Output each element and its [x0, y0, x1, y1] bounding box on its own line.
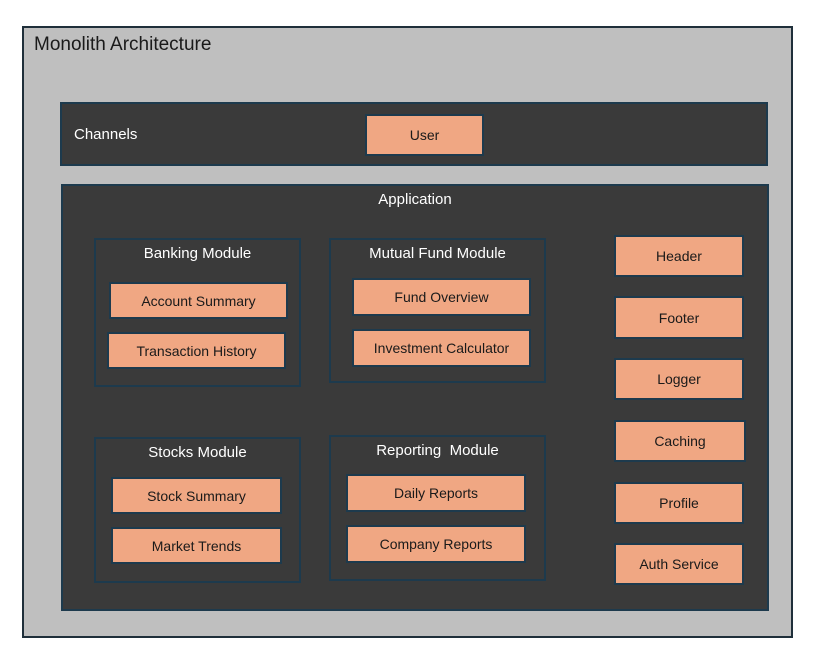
daily-reports-box: Daily Reports: [346, 474, 526, 512]
stocks-module-title: Stocks Module: [148, 444, 247, 461]
user-box: User: [365, 114, 484, 156]
reporting-module-title: Reporting Module: [376, 442, 499, 459]
fund-overview-box: Fund Overview: [352, 278, 531, 316]
auth-service-box: Auth Service: [614, 543, 744, 585]
channels-label: Channels: [74, 126, 138, 143]
header-service-box: Header: [614, 235, 744, 277]
market-trends-box: Market Trends: [111, 527, 282, 564]
transaction-history-box: Transaction History: [107, 332, 286, 369]
logger-service-box: Logger: [614, 358, 744, 400]
company-reports-box: Company Reports: [346, 525, 526, 563]
profile-service-box: Profile: [614, 482, 744, 524]
banking-module-title: Banking Module: [143, 245, 252, 262]
application-label: Application: [378, 191, 452, 208]
investment-calculator-box: Investment Calculator: [352, 329, 531, 367]
caching-service-box: Caching: [614, 420, 746, 462]
stock-summary-box: Stock Summary: [111, 477, 282, 514]
footer-service-box: Footer: [614, 296, 744, 339]
mutual-fund-module-title: Mutual Fund Module: [369, 245, 506, 262]
account-summary-box: Account Summary: [109, 282, 288, 319]
diagram-title: Monolith Architecture: [34, 34, 212, 55]
